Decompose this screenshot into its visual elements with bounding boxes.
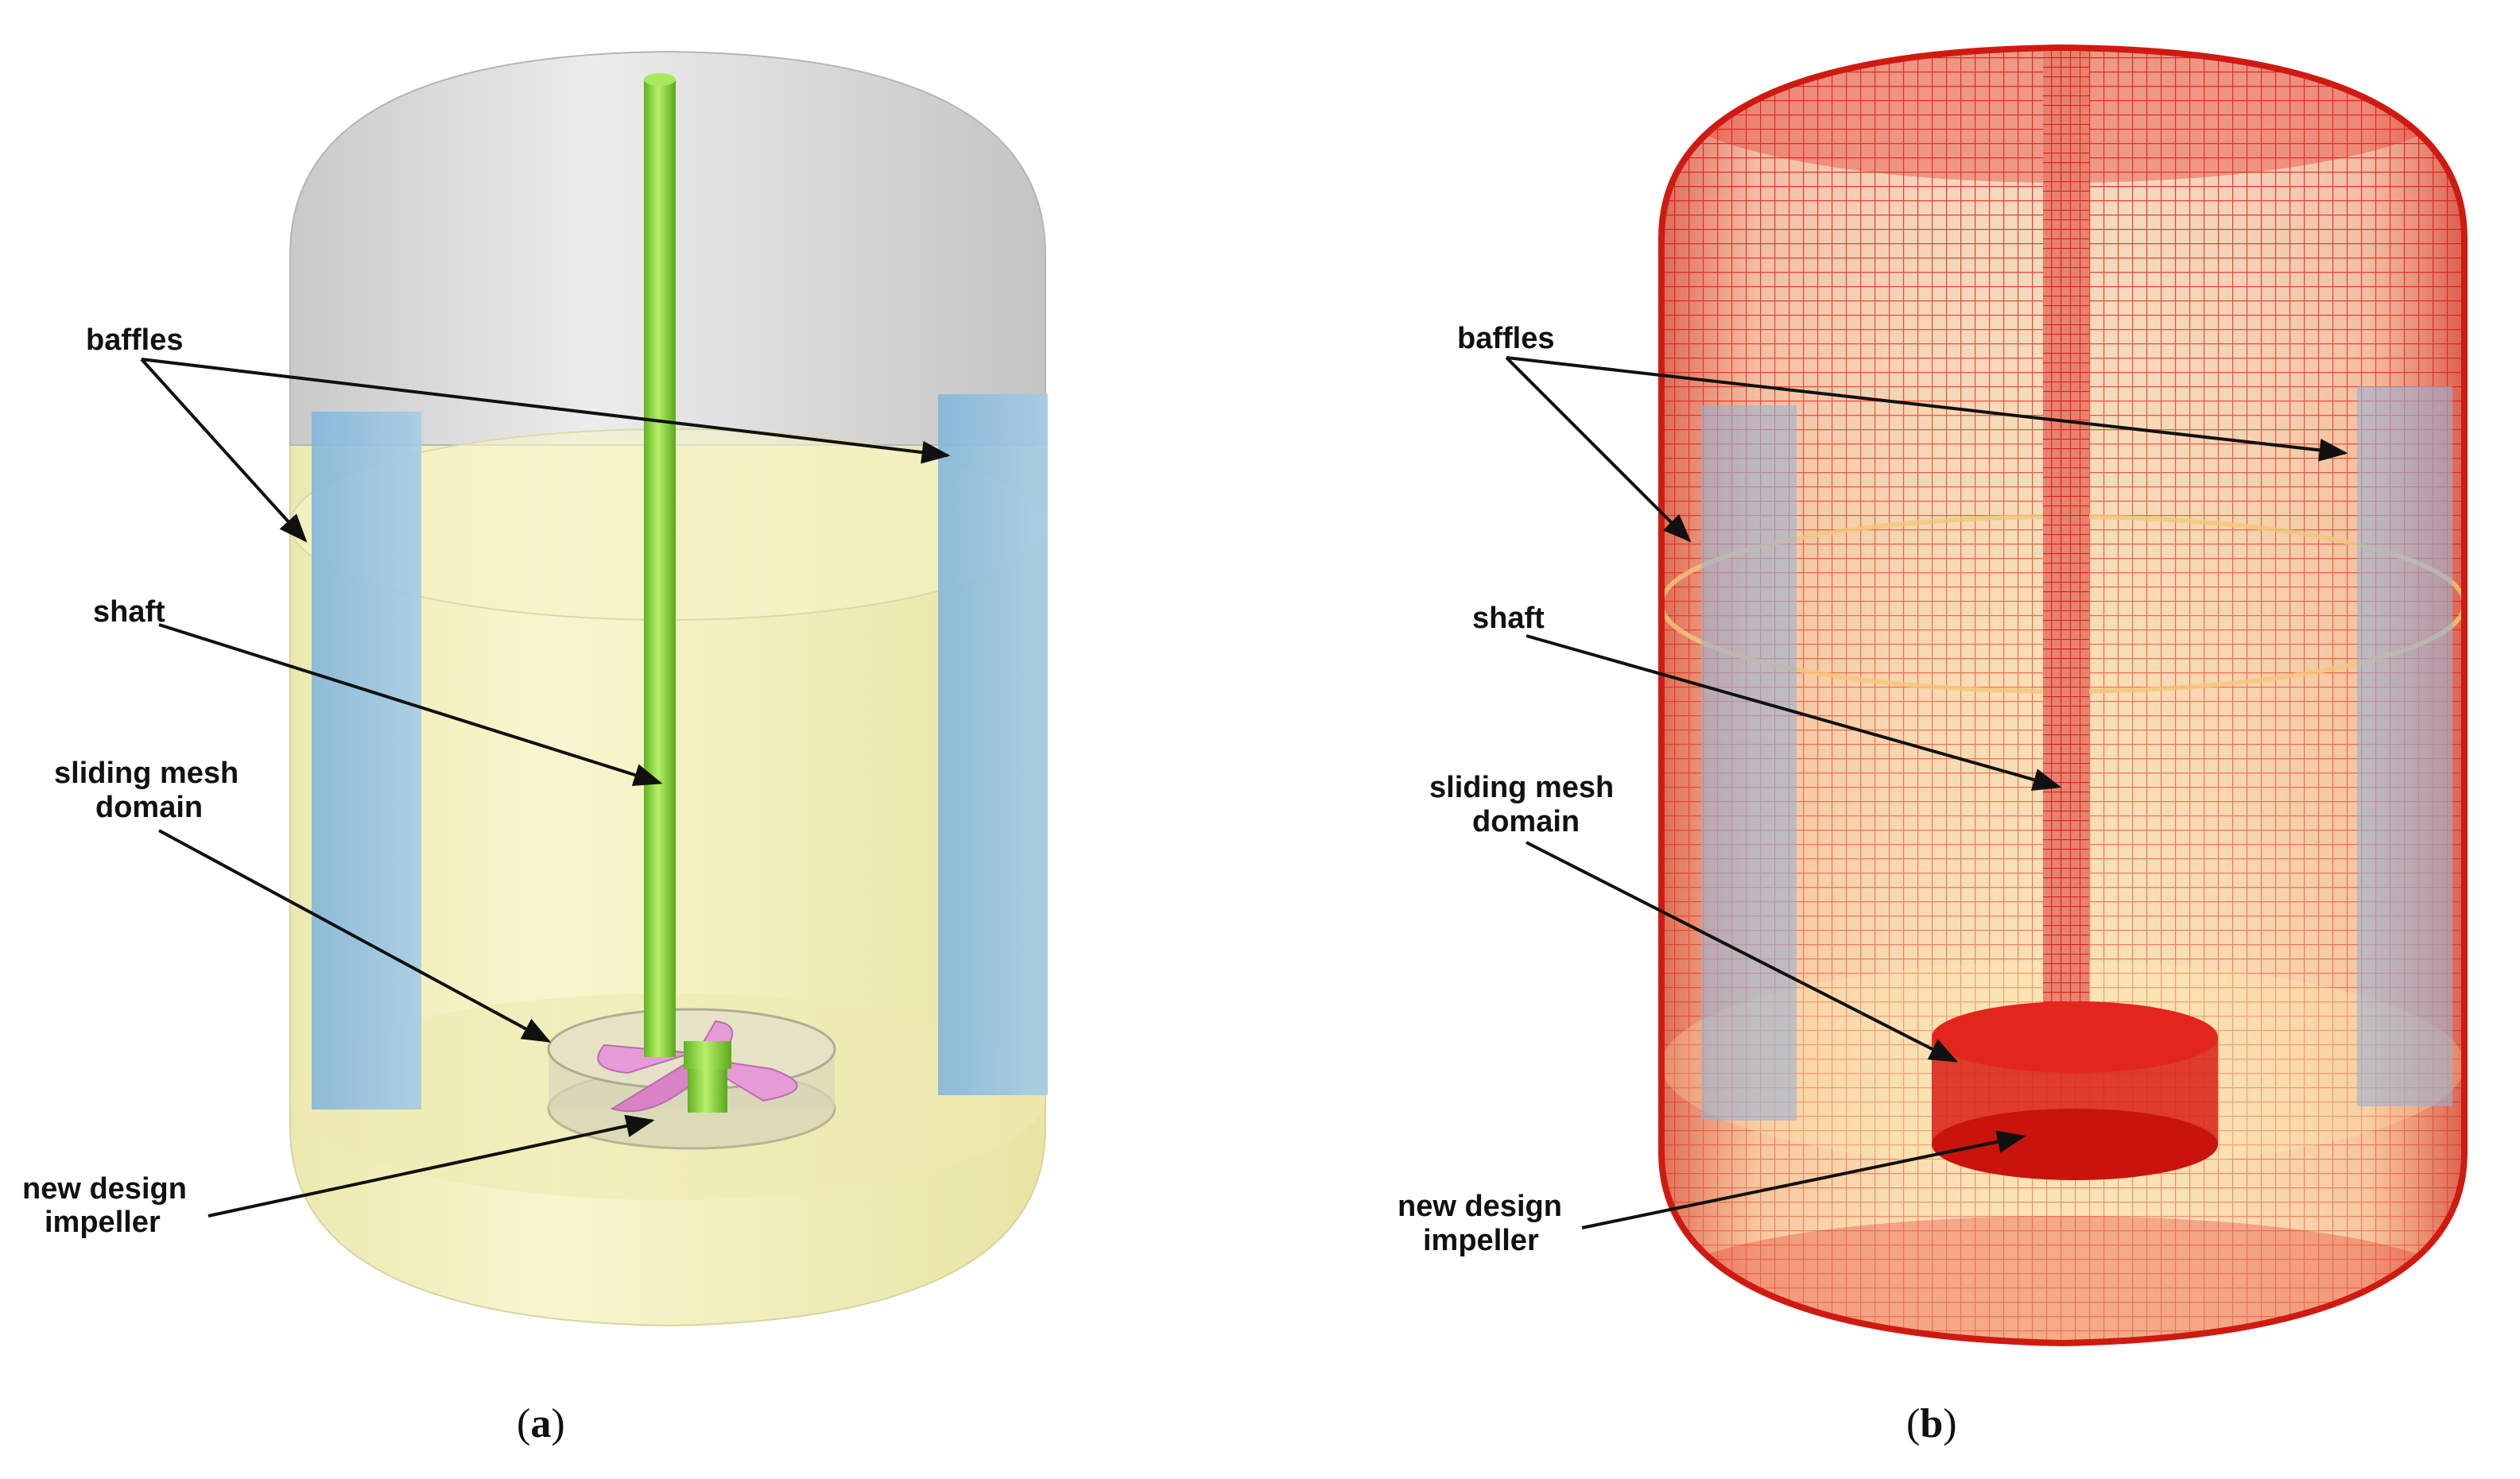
leader-shaft — [158, 623, 663, 786]
label-b-sliding-mesh-1: sliding mesh — [1429, 771, 1614, 804]
leader-b-shaft — [1526, 634, 2062, 792]
baffle-left — [312, 412, 421, 1109]
label-b-shaft: shaft — [1472, 602, 1545, 635]
label-baffles: baffles — [86, 323, 183, 357]
leader-sliding-mesh — [158, 829, 552, 1043]
panel-b: baffles shaft sliding mesh domain new de… — [1398, 44, 2468, 1446]
label-shaft: shaft — [93, 595, 165, 629]
leader-baffles-right — [141, 358, 951, 464]
mesh-baffle-left — [1701, 405, 1797, 1121]
leader-impeller — [207, 1114, 655, 1218]
label-b-impeller-2: impeller — [1423, 1224, 1539, 1257]
panel-a: baffles shaft sliding mesh domain new de… — [22, 50, 1048, 1446]
caption-b: (b) — [1906, 1401, 1957, 1446]
leader-b-baffles-left — [1505, 356, 1692, 543]
caption-a: (a) — [517, 1401, 565, 1446]
leader-b-impeller — [1581, 1130, 2026, 1229]
label-b-baffles: baffles — [1457, 322, 1554, 355]
label-impeller-2: impeller — [45, 1206, 161, 1239]
hub — [688, 1065, 727, 1113]
label-b-sliding-mesh-2: domain — [1472, 805, 1580, 838]
leader-b-sliding-mesh — [1526, 841, 1959, 1063]
label-sliding-mesh-2: domain — [95, 791, 203, 824]
shaft — [644, 79, 676, 1057]
leader-b-baffles-right — [1506, 356, 2348, 462]
label-b-impeller-1: new design — [1398, 1190, 1562, 1223]
baffle-right — [938, 394, 1048, 1095]
label-sliding-mesh-1: sliding mesh — [54, 757, 238, 790]
leader-baffles-left — [140, 358, 308, 543]
label-impeller-1: new design — [22, 1172, 187, 1206]
mesh-shaft — [2043, 48, 2089, 1065]
mesh-baffle-right — [2357, 386, 2452, 1106]
